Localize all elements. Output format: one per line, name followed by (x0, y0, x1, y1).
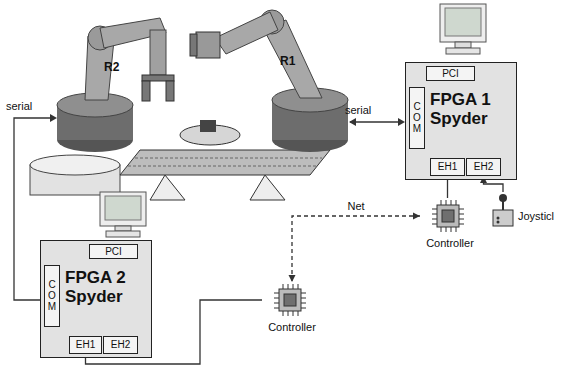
com-port: COM (409, 87, 425, 149)
port-label: PCI (427, 67, 474, 80)
controller-label: Controller (262, 321, 322, 333)
board-title: FPGA 1 Spyder (430, 91, 514, 128)
port-box: EH1 (430, 158, 465, 176)
left-platform (30, 155, 120, 195)
edge-label: Net (345, 200, 366, 212)
connector (289, 213, 421, 283)
connector-line (292, 216, 420, 282)
fpga-board: FPGA 1 Spyder PCI COM EH1EH2 (405, 62, 517, 180)
fpga-board: FPGA 2 Spyder PCI COM EH1EH2 (40, 240, 152, 358)
port-label: EH1 (70, 337, 101, 353)
controller-label: Controller (420, 237, 480, 249)
port-label: EH2 (104, 337, 137, 353)
joystick-icon (490, 192, 516, 228)
monitor (100, 192, 146, 237)
chip-icon (430, 198, 466, 234)
controller-chip: Controller (262, 282, 322, 336)
port-label: COM (47, 279, 57, 312)
port-label: EH2 (467, 159, 500, 175)
robot-r2 (57, 18, 174, 152)
port-box: EH2 (466, 158, 501, 176)
chip-icon (272, 282, 308, 318)
port-box: PCI (89, 244, 138, 259)
port-box: EH1 (69, 336, 102, 354)
port-box: EH2 (103, 336, 138, 354)
serial-wire (349, 118, 405, 126)
port-box: PCI (426, 66, 475, 81)
robot-name: R1 (280, 54, 295, 68)
joystick: Joysticl (490, 192, 562, 230)
arrowhead (289, 275, 296, 282)
wire-label: serial (6, 100, 32, 112)
port-label: COM (412, 101, 422, 134)
robot-r1 (190, 10, 348, 152)
port-label: EH1 (431, 159, 464, 175)
monitor (440, 4, 486, 54)
port-label: PCI (90, 245, 137, 258)
controller-chip: Controller (420, 198, 480, 252)
arrowhead (413, 213, 420, 220)
com-port: COM (44, 265, 60, 327)
joystick-label: Joysticl (518, 210, 554, 222)
robot-name: R2 (104, 60, 119, 74)
wire-label: serial (345, 104, 371, 116)
board-title: FPGA 2 Spyder (65, 269, 149, 306)
